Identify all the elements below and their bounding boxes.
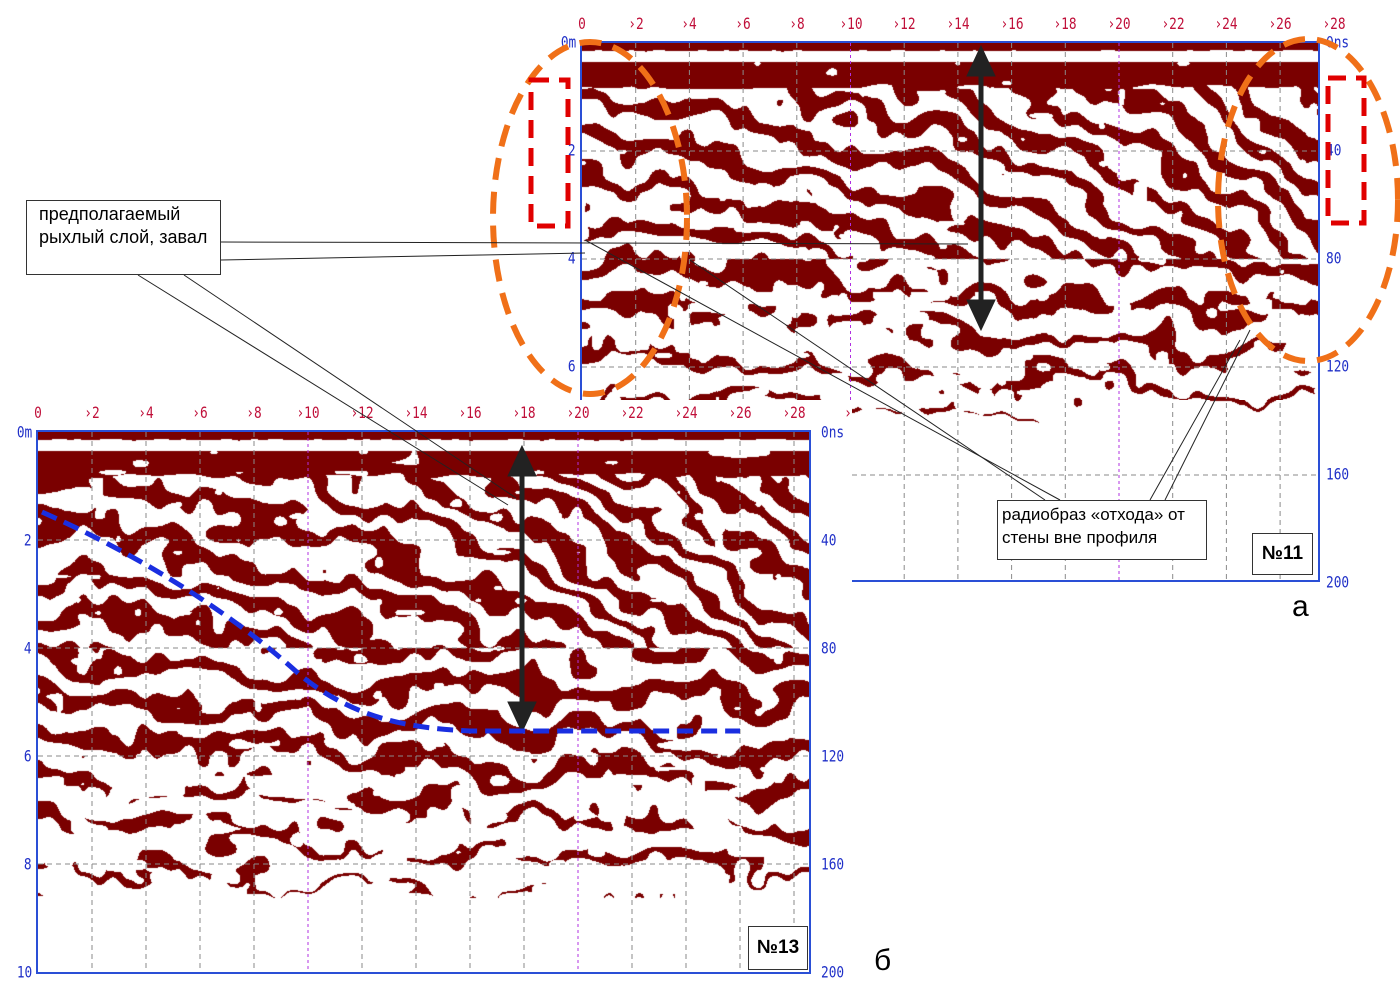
depth-tick-label: 4 bbox=[24, 638, 32, 658]
time-tick-label: 160 bbox=[821, 854, 845, 874]
x-tick-label: ›22 bbox=[1161, 14, 1185, 33]
depth-tick-label: 8 bbox=[24, 854, 32, 874]
x-tick-label: 0 bbox=[34, 403, 42, 422]
x-tick-label: ›2 bbox=[84, 403, 100, 422]
x-tick-label: ›6 bbox=[735, 14, 751, 33]
x-tick-label: › bbox=[844, 403, 852, 422]
x-tick-label: ›22 bbox=[620, 403, 644, 422]
panel-letter-b: б bbox=[874, 944, 892, 977]
x-tick-label: ›8 bbox=[246, 403, 262, 422]
x-tick-label: ›12 bbox=[350, 403, 374, 422]
x-tick-label: ›10 bbox=[296, 403, 320, 422]
time-tick-label: 160 bbox=[1326, 464, 1350, 484]
x-tick-label: ›12 bbox=[892, 14, 916, 33]
x-tick-label: ›20 bbox=[566, 403, 590, 422]
x-tick-label: ›20 bbox=[1107, 14, 1131, 33]
x-tick-label: ›26 bbox=[1268, 14, 1292, 33]
time-tick-label: 200 bbox=[821, 962, 845, 982]
x-tick-label: ›28 bbox=[782, 403, 806, 422]
time-tick-label: 0ns bbox=[1326, 32, 1350, 52]
x-tick-label: ›18 bbox=[512, 403, 536, 422]
grid-lines bbox=[38, 432, 809, 972]
time-tick-label: 40 bbox=[1326, 140, 1342, 160]
x-tick-label: ›14 bbox=[946, 14, 970, 33]
time-tick-label: 120 bbox=[1326, 356, 1350, 376]
x-tick-label: ›2 bbox=[627, 14, 644, 33]
callout-wall-reflection: радиобраз «отхода» от стены вне профиля bbox=[997, 500, 1207, 560]
x-tick-label: ›10 bbox=[838, 14, 863, 33]
panel-letter-a: а bbox=[1292, 590, 1309, 623]
x-tick-label: ›4 bbox=[138, 403, 154, 422]
depth-tick-label: 2 bbox=[24, 530, 32, 550]
depth-tick-label: 0m bbox=[16, 422, 32, 442]
x-tick-label: 0 bbox=[578, 14, 586, 33]
x-tick-label: ›14 bbox=[404, 403, 428, 422]
depth-tick-label: 2 bbox=[568, 140, 576, 160]
x-tick-label: ›18 bbox=[1053, 14, 1077, 33]
time-tick-label: 200 bbox=[1326, 572, 1350, 592]
time-tick-label: 40 bbox=[821, 530, 837, 550]
time-tick-label: 0ns bbox=[821, 422, 845, 442]
x-tick-label: ›4 bbox=[681, 14, 698, 33]
x-tick-label: ›16 bbox=[1000, 14, 1024, 33]
time-tick-label: 120 bbox=[821, 746, 845, 766]
x-tick-label: ›24 bbox=[674, 403, 698, 422]
callout-loose-layer: предполагаемый рыхлый слой, завал bbox=[26, 200, 221, 275]
radargram-b-plot bbox=[36, 430, 811, 974]
x-tick-label: ›16 bbox=[458, 403, 482, 422]
depth-tick-label: 0m bbox=[560, 32, 576, 52]
x-tick-label: ›6 bbox=[192, 403, 208, 422]
depth-tick-label: 6 bbox=[568, 356, 576, 376]
x-tick-label: ›24 bbox=[1214, 14, 1238, 33]
profile-number-a: №11 bbox=[1252, 533, 1313, 575]
profile-number-b: №13 bbox=[748, 926, 808, 970]
x-tick-label: ›28 bbox=[1322, 14, 1346, 33]
x-tick-label: ›26 bbox=[728, 403, 752, 422]
time-tick-label: 80 bbox=[821, 638, 837, 658]
depth-tick-label: 6 bbox=[24, 746, 32, 766]
depth-tick-label: 4 bbox=[568, 248, 576, 268]
time-tick-label: 80 bbox=[1326, 248, 1342, 268]
x-tick-label: ›8 bbox=[789, 14, 805, 33]
depth-tick-label: 10 bbox=[16, 962, 32, 982]
